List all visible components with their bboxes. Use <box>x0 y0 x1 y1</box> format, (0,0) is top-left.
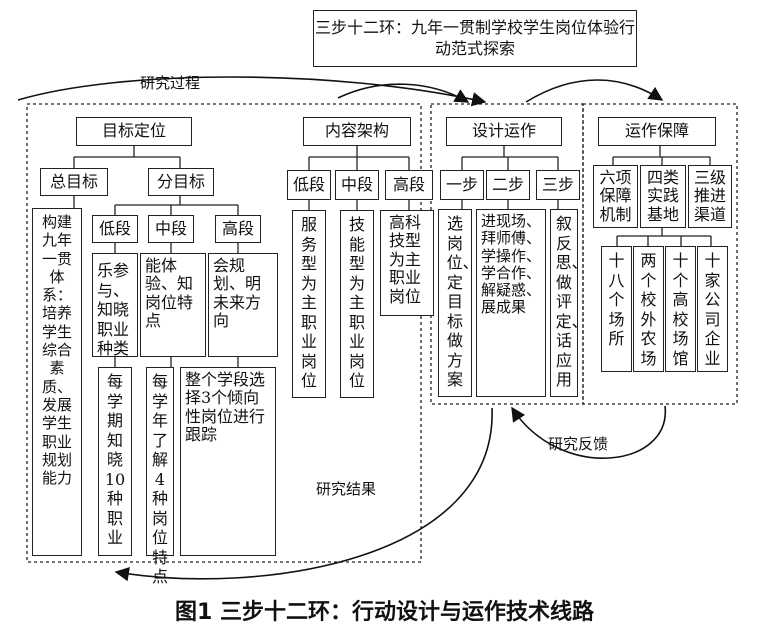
design-step1-text-content: 选岗位、定目标做方案 <box>446 214 479 390</box>
goal-overall-text: 构建九年一贯体系：培养学生综合素质、发展学生职业规划能力 <box>32 208 82 556</box>
content-high: 高段 <box>385 170 433 200</box>
support-base2-content: 两个校外农场 <box>640 251 657 368</box>
content-high-text-content: 高科技型为主职业岗位 <box>389 213 422 306</box>
design-step1: 一步 <box>440 170 484 200</box>
label-research-result: 研究结果 <box>316 480 377 498</box>
support-base2: 两个校外农场 <box>633 246 664 372</box>
goal-high-text-content: 会规划、明未来方向 <box>213 256 262 331</box>
support-col2-content: 四类实践基地 <box>646 167 679 224</box>
label-research-process: 研究过程 <box>140 74 201 92</box>
content-mid-text: 技能型为主职业岗位 <box>340 210 374 398</box>
goal-sub: 分目标 <box>148 168 214 196</box>
design-step3-text-content: 叙反思、做评定、话应用 <box>555 214 588 390</box>
design-step2-text: 进现场、拜师傅、学操作、学合作、解疑惑、展成果 <box>476 209 546 397</box>
content-low-text-content: 服务型为主职业岗位 <box>300 215 317 391</box>
content-low: 低段 <box>287 170 331 200</box>
support-base3: 十个高校场馆 <box>665 246 696 372</box>
content-low-text: 服务型为主职业岗位 <box>292 210 326 398</box>
content-header: 内容架构 <box>303 117 411 146</box>
goal-high-text: 会规划、明未来方向 <box>208 253 278 357</box>
goal-overall-text-content: 构建九年一贯体系：培养学生综合素质、发展学生职业规划能力 <box>41 213 72 488</box>
goal-mid-text: 能体验、知岗位特点 <box>140 253 206 357</box>
goal-low-text-content: 乐参与、知晓职业种类 <box>97 261 130 359</box>
support-header: 运作保障 <box>598 117 716 146</box>
design-step3: 三步 <box>536 170 580 200</box>
content-high-text: 高科技型为主职业岗位 <box>380 210 434 316</box>
support-col1-content: 六项保障机制 <box>599 167 632 224</box>
support-col3-content: 三级推进渠道 <box>693 167 726 224</box>
goal-low-detail: 每学期知晓10种职业 <box>98 367 132 556</box>
figure-caption: 图1 三步十二环：行动设计与运作技术线路 <box>175 600 594 625</box>
goal-low-detail-content: 每学期知晓10种职业 <box>104 372 126 548</box>
support-base1: 十八个场所 <box>601 246 632 372</box>
support-col2: 四类实践基地 <box>640 165 686 228</box>
goal-low-text: 乐参与、知晓职业种类 <box>92 253 138 359</box>
goal-header: 目标定位 <box>76 117 192 146</box>
content-mid: 中段 <box>335 170 379 200</box>
goal-mid-detail: 每学年了解4种岗位特点 <box>146 367 174 586</box>
goal-low: 低段 <box>92 215 138 243</box>
content-mid-text-content: 技能型为主职业岗位 <box>348 215 365 391</box>
support-base4-content: 十家公司企业 <box>704 251 721 368</box>
goal-mid-text-content: 能体验、知岗位特点 <box>145 256 194 331</box>
support-base1-content: 十八个场所 <box>608 251 625 349</box>
support-base3-content: 十个高校场馆 <box>672 251 689 368</box>
support-col1: 六项保障机制 <box>593 165 638 228</box>
goal-high: 高段 <box>215 215 261 243</box>
design-step1-text: 选岗位、定目标做方案 <box>438 209 479 397</box>
design-step2: 二步 <box>486 170 530 200</box>
diagram-title: 三步十二环：九年一贯制学校学生岗位体验行动范式探索 <box>313 10 637 67</box>
goal-high-detail: 整个学段选择3个倾向性岗位进行跟踪 <box>180 367 276 556</box>
support-base4: 十家公司企业 <box>697 246 728 372</box>
goal-mid-detail-content: 每学年了解4种岗位特点 <box>151 372 168 587</box>
support-col3: 三级推进渠道 <box>688 165 732 228</box>
goal-high-detail-content: 整个学段选择3个倾向性岗位进行跟踪 <box>185 370 266 445</box>
goal-mid: 中段 <box>148 215 194 243</box>
goal-overall: 总目标 <box>40 168 108 196</box>
design-step3-text: 叙反思、做评定、话应用 <box>550 209 588 397</box>
design-header: 设计运作 <box>446 117 562 146</box>
design-step2-text-content: 进现场、拜师傅、学操作、学合作、解疑惑、展成果 <box>481 212 542 317</box>
label-research-feedback: 研究反馈 <box>548 435 609 453</box>
